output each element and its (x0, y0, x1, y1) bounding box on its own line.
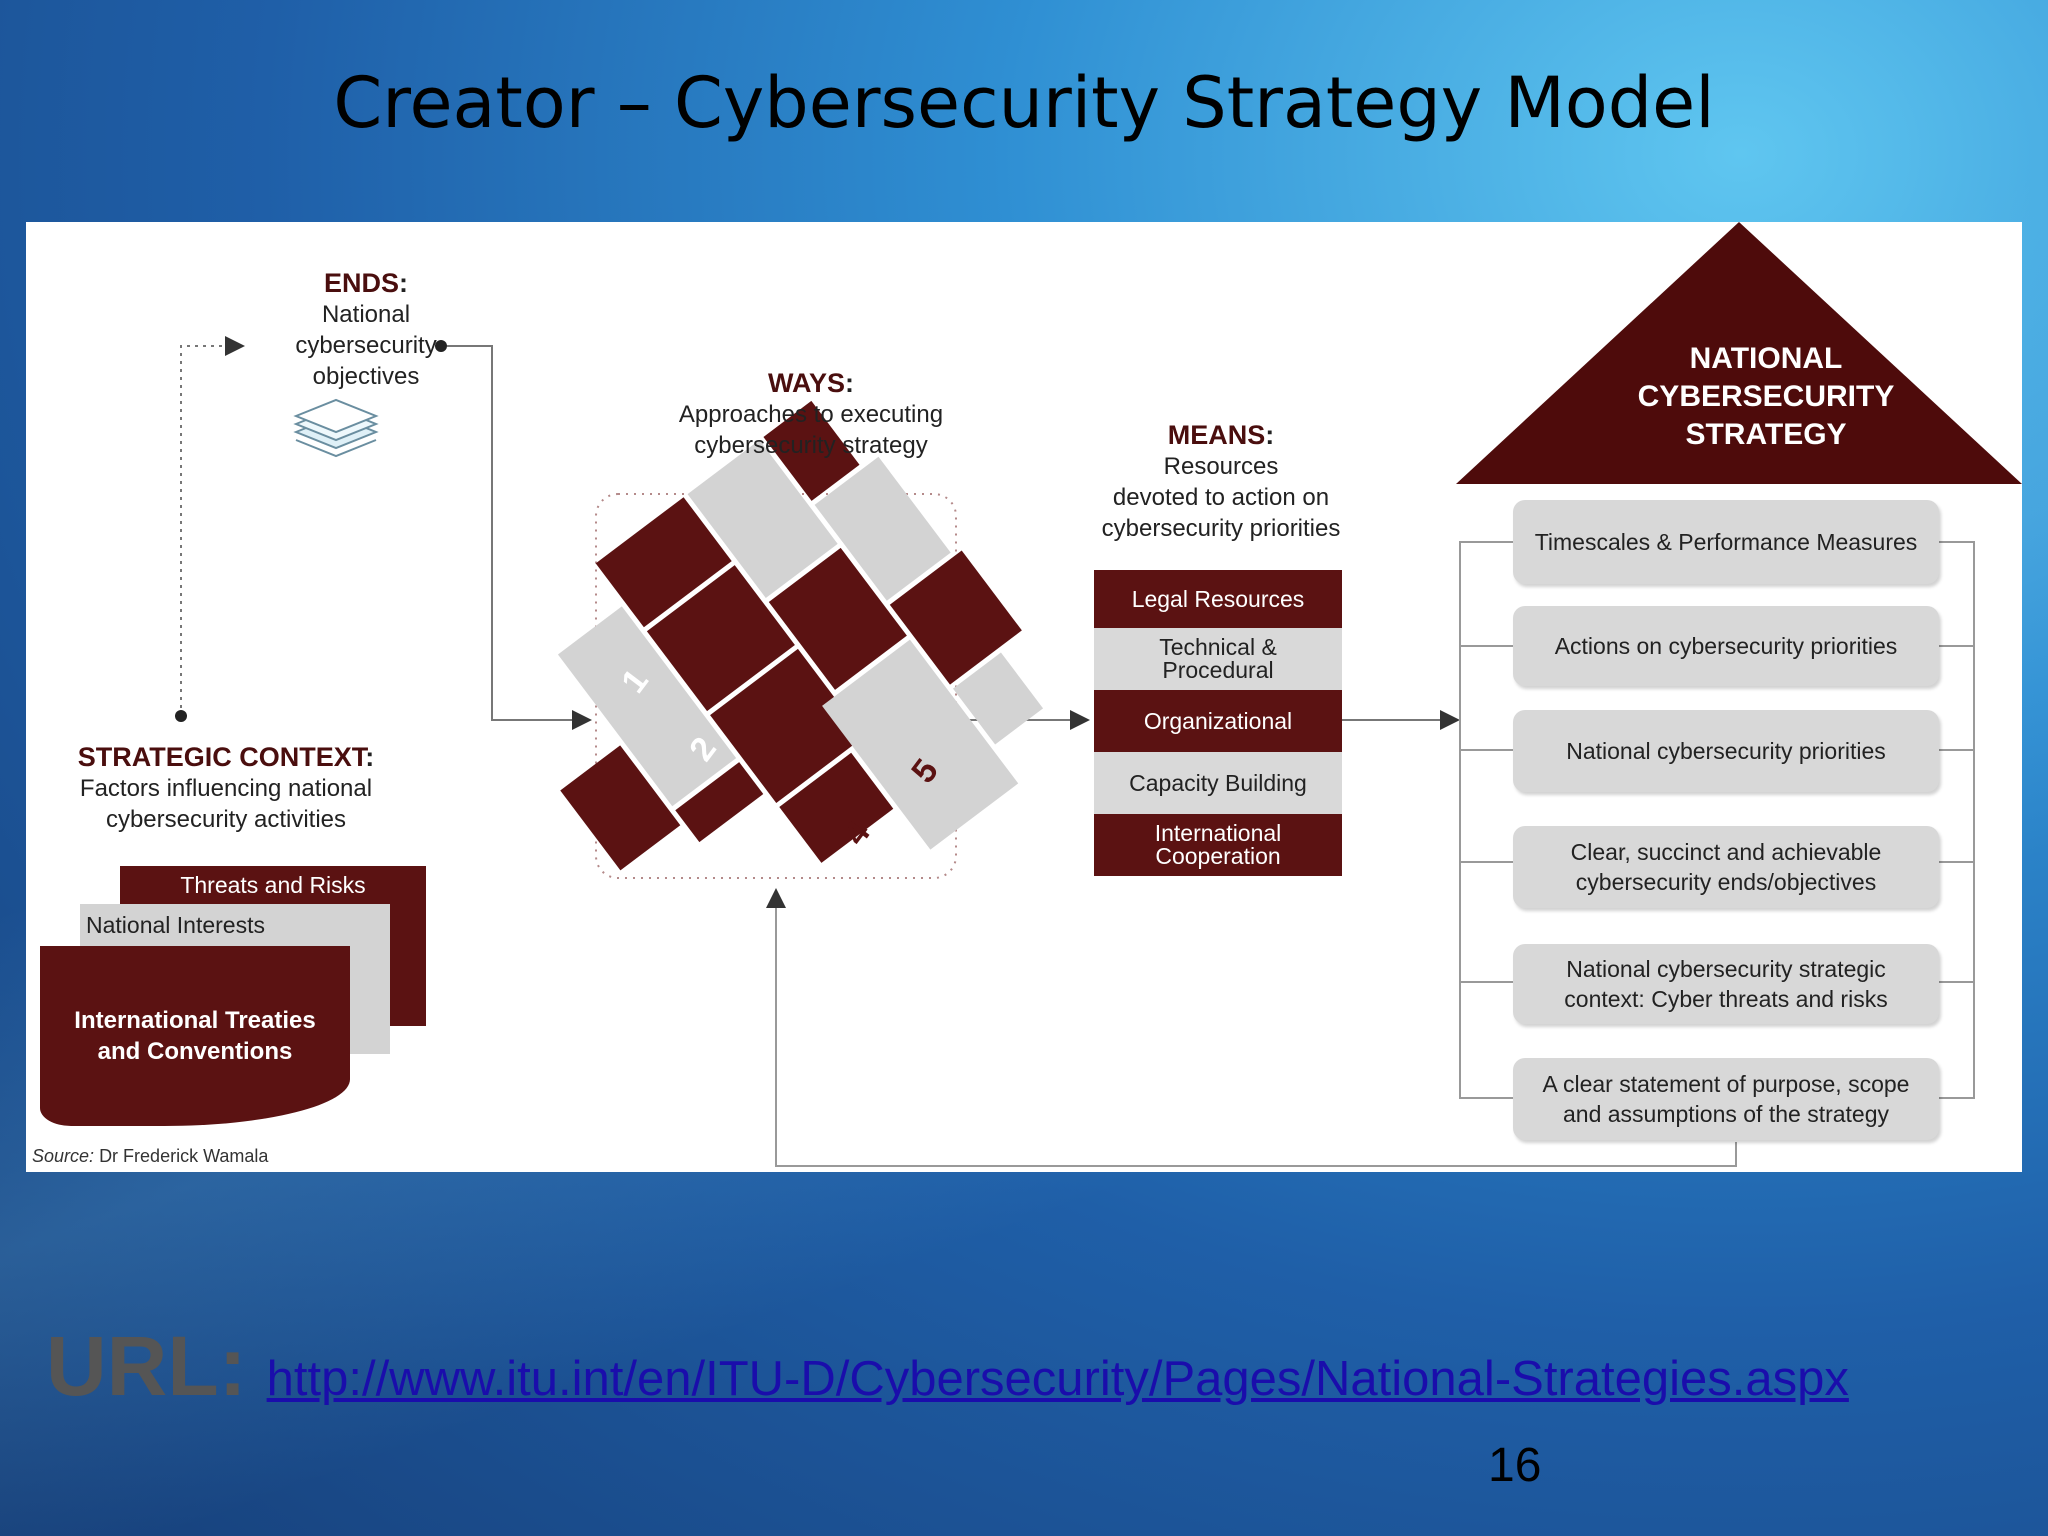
and-conventions-text: and Conventions (98, 1036, 293, 1067)
means-capacity-building: Capacity Building (1094, 752, 1342, 814)
strategy-item-actions: Actions on cybersecurity priorities (1513, 606, 1939, 686)
international-treaties-card: International Treaties and Conventions (40, 946, 350, 1126)
international-treaties-text: International Treaties (74, 1005, 315, 1036)
ends-label: ENDS: National cybersecurity objectives (256, 268, 476, 392)
source-note: Source: Dr Frederick Wamala (32, 1146, 268, 1167)
means-legal-resources: Legal Resources (1094, 570, 1342, 628)
context-connector-dot (175, 710, 187, 722)
document-stack-icon (296, 400, 376, 456)
url-label: URL: (46, 1319, 247, 1413)
strategy-title: NATIONAL CYBERSECURITY STRATEGY (1536, 340, 1996, 454)
means-organizational: Organizational (1094, 690, 1342, 752)
strategy-right-bracket (1939, 542, 1974, 1098)
strategy-item-timescales: Timescales & Performance Measures (1513, 500, 1939, 584)
national-interests-text: National Interests (86, 912, 265, 939)
strategy-left-ticks (1460, 646, 1513, 982)
means-label: MEANS: Resources devoted to action on cy… (1076, 420, 1366, 544)
strategy-left-bracket (1460, 542, 1513, 1098)
means-technical-procedural: Technical &Procedural (1094, 628, 1342, 690)
threats-and-risks-text: Threats and Risks (180, 872, 365, 899)
strategy-item-priorities: National cybersecurity priorities (1513, 710, 1939, 792)
diagram-panel: 1 2 3 4 5 ENDS: National cybersecurity o… (26, 222, 2022, 1172)
page-number: 16 (1488, 1438, 1541, 1493)
strategic-context-label: STRATEGIC CONTEXT: Factors influencing n… (46, 742, 406, 835)
url-link[interactable]: http://www.itu.int/en/ITU-D/Cybersecurit… (267, 1352, 1849, 1406)
url-row: URL: http://www.itu.int/en/ITU-D/Cybersec… (46, 1318, 2036, 1415)
context-to-ends-connector (181, 346, 241, 716)
strategy-right-ticks (1939, 646, 1974, 982)
ways-label: WAYS: Approaches to executing cybersecur… (626, 368, 996, 461)
slide-title: Creator – Cybersecurity Strategy Model (0, 62, 2048, 144)
ways-tile-grid (464, 383, 1094, 1006)
